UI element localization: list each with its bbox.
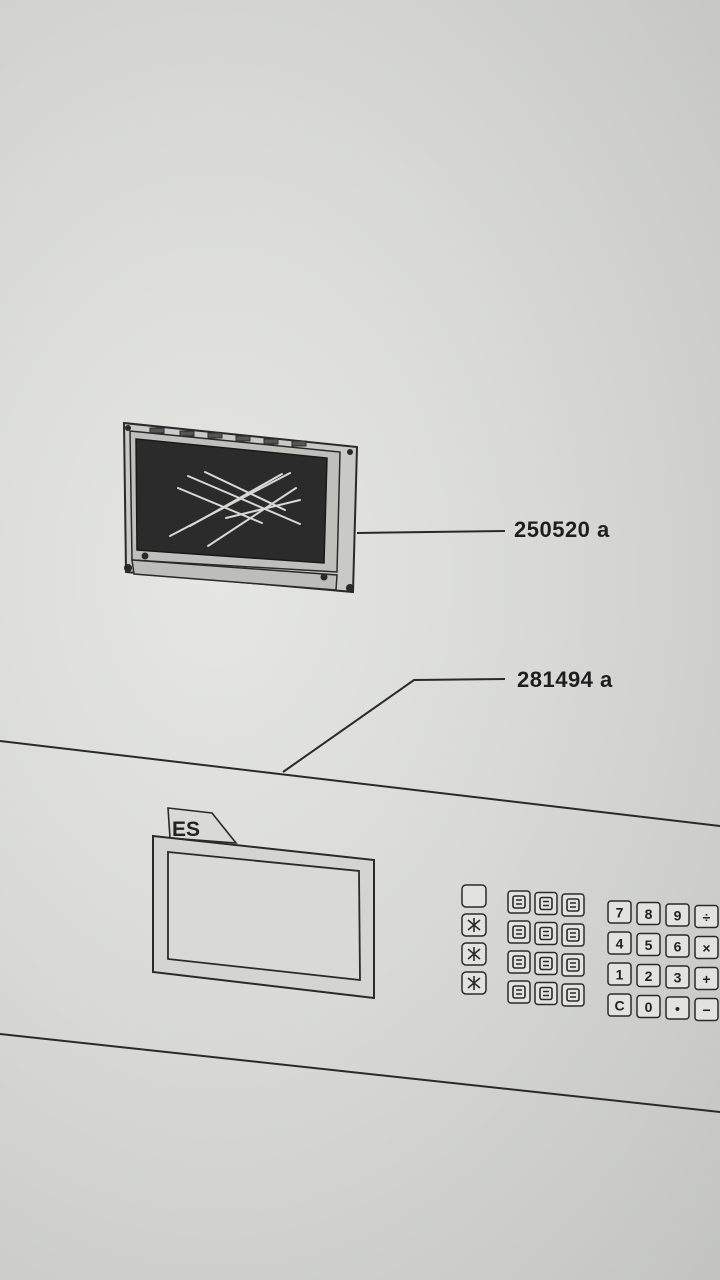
- lcd-screen: [135, 438, 328, 564]
- numeric-key-label: 5: [645, 937, 653, 953]
- numeric-key: 6: [665, 934, 690, 958]
- numeric-key: 0: [636, 994, 661, 1019]
- numeric-keypad: 7 8 9 ÷ 4 5 6 × 1 2 3 + C 0 • −: [607, 900, 719, 1022]
- function-icon: [512, 985, 526, 999]
- numeric-key: 2: [636, 963, 661, 988]
- function-icon-key: [507, 980, 531, 1004]
- es-tag-text: ES: [172, 818, 200, 841]
- callout-label-front-panel: 281494 a: [517, 667, 613, 692]
- lcd-module-tabs: [149, 427, 307, 447]
- numeric-key-label: ÷: [703, 909, 711, 925]
- function-icon-key: [534, 951, 558, 976]
- blank-key: [461, 884, 487, 908]
- function-icon: [539, 926, 553, 941]
- lcd-screen-reflection: [169, 471, 301, 547]
- numeric-key: 9: [665, 903, 690, 927]
- function-icon: [512, 895, 526, 909]
- numeric-key: 5: [636, 932, 661, 957]
- function-icon: [512, 925, 526, 939]
- function-icon-key: [461, 942, 487, 966]
- lcd-module-bottom-rail: [131, 559, 338, 591]
- numeric-key-label: 9: [674, 908, 682, 924]
- front-panel: ES 7 8 9 ÷ 4 5 6 × 1 2 3 + C 0 • −: [0, 740, 720, 1113]
- function-icon-key: [534, 921, 558, 946]
- lcd-module: [122, 421, 359, 594]
- function-icon-detail: [570, 992, 576, 998]
- function-icon-detail: [570, 932, 576, 938]
- function-icon-detail: [516, 899, 522, 905]
- function-icon-key: [507, 890, 531, 914]
- function-icon-detail: [516, 989, 522, 995]
- function-icon-key: [507, 920, 531, 944]
- function-icon-key: [461, 971, 487, 995]
- function-icon: [467, 918, 481, 932]
- es-tag: ES: [167, 807, 238, 844]
- function-icon-key: [561, 983, 585, 1007]
- numeric-key-label: 3: [674, 970, 682, 986]
- function-icon-detail: [570, 962, 576, 968]
- function-icon-key: [534, 891, 558, 916]
- function-icon: [566, 928, 580, 942]
- numeric-key: 1: [607, 962, 632, 986]
- numeric-key-label: 6: [674, 939, 682, 955]
- numeric-key: −: [694, 997, 719, 1022]
- front-panel-bottom-edge: [0, 1033, 720, 1113]
- lcd-module-screws: [124, 425, 354, 592]
- numeric-key-label: 8: [645, 906, 653, 922]
- numeric-key-label: 7: [616, 905, 624, 921]
- numeric-key-label: 4: [616, 936, 624, 952]
- numeric-key: C: [607, 993, 632, 1017]
- front-panel-top-edge: [0, 740, 720, 827]
- numeric-key-label: ×: [702, 940, 710, 956]
- numeric-key: 7: [607, 900, 632, 924]
- numeric-key-label: 0: [645, 999, 653, 1015]
- function-icon-key: [561, 893, 585, 917]
- function-icon-detail: [543, 930, 549, 937]
- function-icon-detail: [543, 900, 549, 907]
- function-icon: [539, 956, 553, 971]
- numeric-key: 3: [665, 965, 690, 989]
- function-icon-detail: [516, 959, 522, 965]
- numeric-key: •: [665, 996, 690, 1020]
- numeric-key-label: +: [702, 971, 710, 987]
- numeric-key-label: 1: [616, 967, 624, 983]
- function-icon: [512, 955, 526, 969]
- numeric-key: ×: [694, 935, 719, 960]
- numeric-key: +: [694, 966, 719, 991]
- numeric-key-label: 2: [645, 968, 653, 984]
- callout-label-lcd-module: 250520 a: [514, 517, 610, 542]
- function-icon: [566, 898, 580, 912]
- function-icon-key: [507, 950, 531, 974]
- numeric-key: 4: [607, 931, 632, 955]
- function-icon-key: [534, 981, 558, 1006]
- function-icon-detail: [543, 990, 549, 997]
- function-icon-key: [561, 923, 585, 947]
- numeric-key-label: •: [675, 1001, 680, 1017]
- function-icon: [467, 976, 481, 990]
- display-window-inner: [167, 851, 361, 982]
- function-icon: [539, 986, 553, 1001]
- function-icon: [566, 988, 580, 1002]
- numeric-key: 8: [636, 901, 661, 926]
- function-icon-key: [561, 953, 585, 977]
- leader-line-front-panel: [282, 678, 506, 773]
- numeric-key-label: −: [702, 1002, 710, 1018]
- function-icon: [566, 958, 580, 972]
- numeric-key: ÷: [694, 904, 719, 929]
- function-icon-detail: [570, 902, 576, 908]
- function-icon: [467, 947, 481, 961]
- function-icon-detail: [543, 960, 549, 967]
- function-icon: [539, 896, 553, 911]
- function-keypad: [461, 884, 585, 1007]
- function-icon-detail: [516, 929, 522, 935]
- numeric-key-label: C: [614, 998, 624, 1014]
- function-icon-key: [461, 913, 487, 937]
- leader-line-lcd-module: [356, 530, 506, 534]
